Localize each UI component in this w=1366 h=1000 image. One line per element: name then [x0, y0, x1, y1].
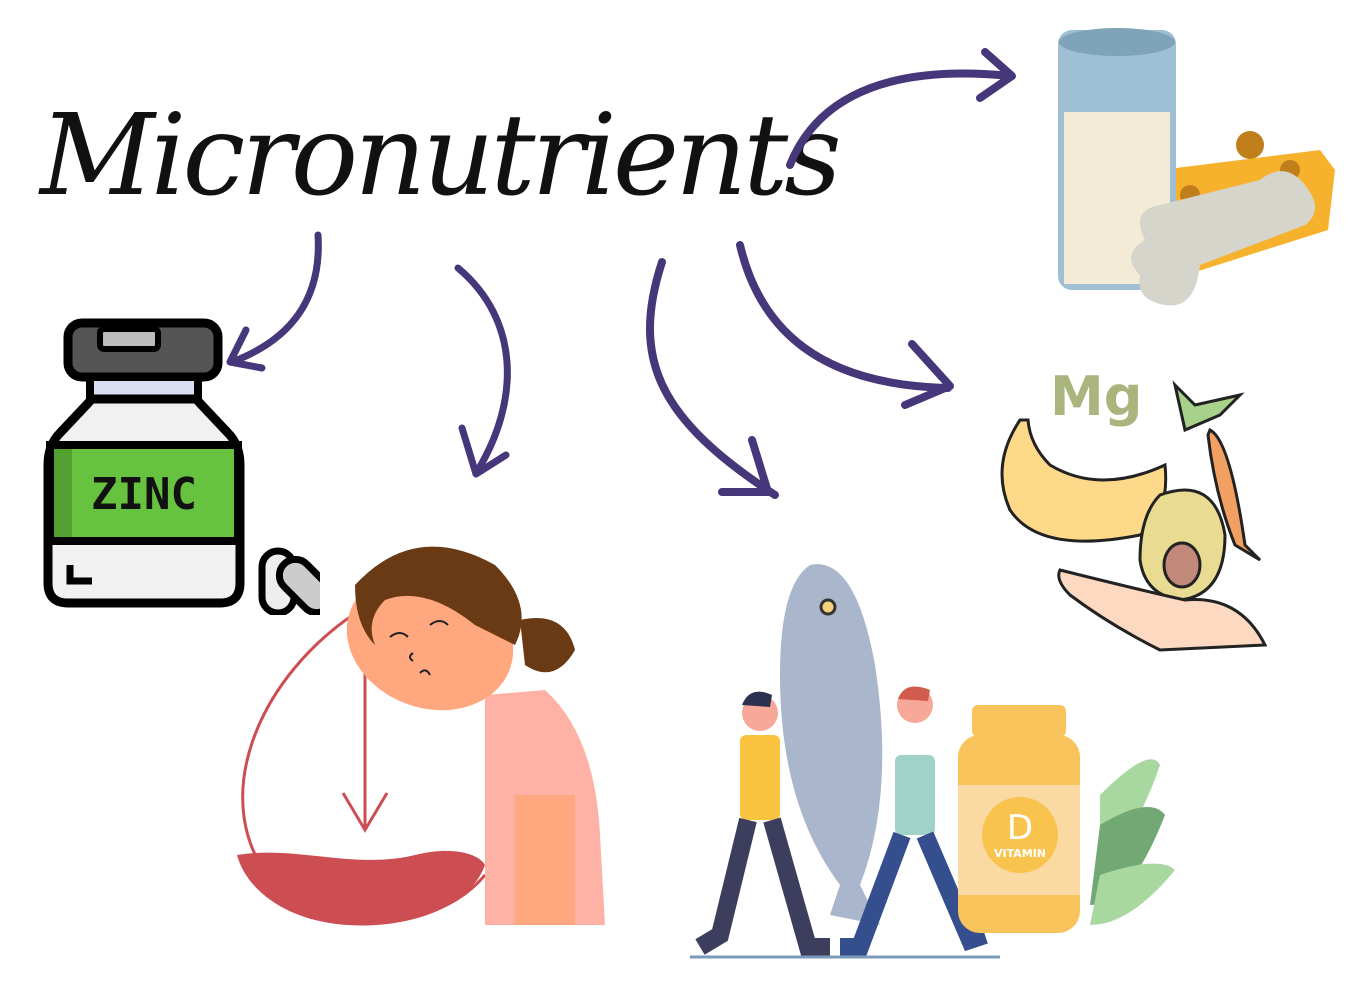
milk-cheese-bone-icon: [1058, 28, 1335, 306]
title-text: Micronutrients: [40, 91, 842, 221]
carrot-leaves-icon: [1172, 380, 1245, 433]
zinc-label: ZINC: [91, 469, 197, 520]
arrow-to-magnesium: [736, 241, 954, 409]
magnesium-foods-icon: Mg: [1000, 365, 1268, 652]
banana-icon: [1000, 418, 1168, 543]
vitamin-d-bottle-icon: D VITAMIN: [958, 705, 1175, 933]
arrow-to-iron: [454, 264, 511, 478]
blood-level: [237, 850, 485, 926]
iron-deficiency-node: [215, 525, 615, 935]
arrow-to-vitamin-d: [646, 258, 779, 499]
vitamin-d-node: D VITAMIN: [680, 555, 1180, 965]
zinc-bottle-icon: ZINC: [43, 318, 320, 615]
diagram-title: Micronutrients: [20, 0, 842, 250]
vitamin-d-bottle: D VITAMIN: [950, 705, 1180, 935]
vitamin-label: VITAMIN: [994, 847, 1046, 860]
magnesium-node: Mg: [980, 345, 1290, 655]
calcium-node: [1050, 20, 1350, 330]
arrow-to-calcium: [786, 48, 1016, 169]
fish-carriers-icon: [690, 564, 1000, 959]
zinc-node: ZINC: [40, 315, 320, 615]
vitamin-d-letter: D: [1007, 808, 1033, 848]
fatigued-girl-icon: [237, 546, 605, 926]
down-arrow-icon: [341, 655, 389, 833]
mg-label: Mg: [1050, 365, 1142, 428]
capsule-icon: [275, 555, 320, 615]
bone-icon: [1131, 171, 1315, 306]
hand-icon: [1057, 568, 1268, 652]
carrot-icon: [1206, 427, 1262, 562]
arrow-to-zinc: [226, 231, 322, 372]
fish-icon: [780, 564, 883, 925]
